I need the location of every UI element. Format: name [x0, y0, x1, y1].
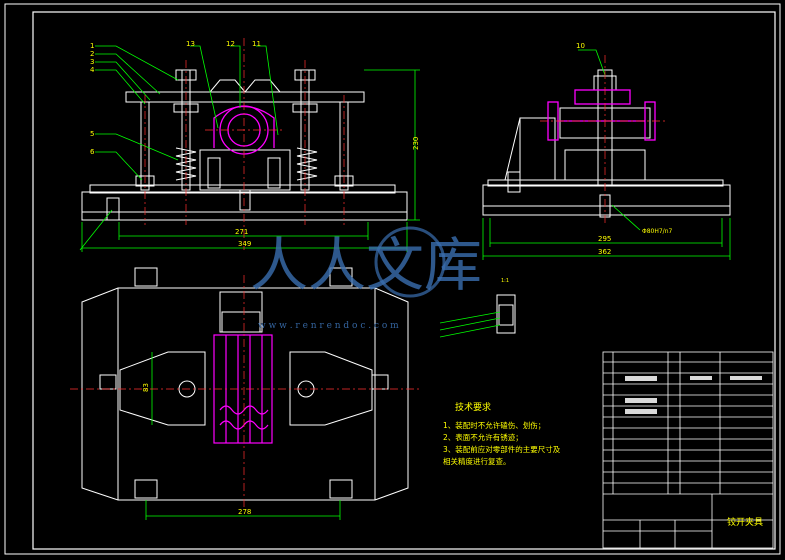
tech-req-item-3: 3、装配前应对零部件的主要尺寸及: [443, 444, 561, 454]
parts-list: [602, 351, 774, 549]
dim-plan-width: 278: [238, 508, 251, 516]
front-view: [81, 69, 408, 221]
title-block-title: 铰开夹具: [727, 516, 763, 528]
callout-2: 2: [90, 50, 94, 58]
dim-side-total: 362: [598, 248, 611, 256]
centerlines-side: [540, 55, 665, 225]
side-view: [482, 69, 731, 218]
inner-frame: [32, 11, 776, 550]
watermark-cn: 人人文库: [250, 231, 482, 299]
detail-leaders: [439, 311, 501, 338]
parts-list-fill: [625, 376, 762, 414]
workpiece-side: [547, 89, 656, 141]
callout-1: 1: [90, 42, 94, 50]
dim-side-fit: Φ80H7/n7: [642, 228, 673, 235]
front-dimensions: [79, 45, 420, 252]
callout-10: 10: [576, 42, 585, 50]
centerlines-plan: [70, 275, 420, 510]
tech-req-heading: 技术要求: [455, 401, 491, 413]
watermark-circle: [374, 226, 446, 298]
dim-plan-height: 83: [142, 383, 150, 392]
callout-12: 12: [226, 40, 235, 48]
springs: [175, 147, 318, 181]
detail-view: [496, 294, 516, 334]
watermark-url: w w w . r e n r e n d o c . c o m: [258, 321, 399, 331]
tech-req-item-4: 相关精度进行复查。: [443, 456, 511, 466]
callout-6: 6: [90, 148, 95, 156]
plan-dimensions: [145, 352, 341, 520]
centerlines-front: [144, 38, 345, 250]
tech-req-item-2: 2、表面不允许有锈迹；: [443, 432, 523, 442]
callout-11: 11: [252, 40, 261, 48]
callout-4: 4: [90, 66, 95, 74]
callout-5: 5: [90, 130, 94, 138]
dim-front-total: 349: [238, 240, 251, 248]
outer-frame: [4, 3, 781, 555]
label-tiny: 1:1: [501, 278, 509, 284]
side-dimensions: [482, 49, 731, 260]
dim-front-inner: 271: [235, 228, 248, 236]
dim-side-inner: 295: [598, 235, 611, 243]
callout-3: 3: [90, 58, 94, 66]
tech-req-item-1: 1、装配时不允许磕伤、划伤；: [443, 420, 545, 430]
dim-front-height: 230: [412, 137, 420, 150]
callout-13: 13: [186, 40, 195, 48]
plan-view: [81, 267, 409, 501]
